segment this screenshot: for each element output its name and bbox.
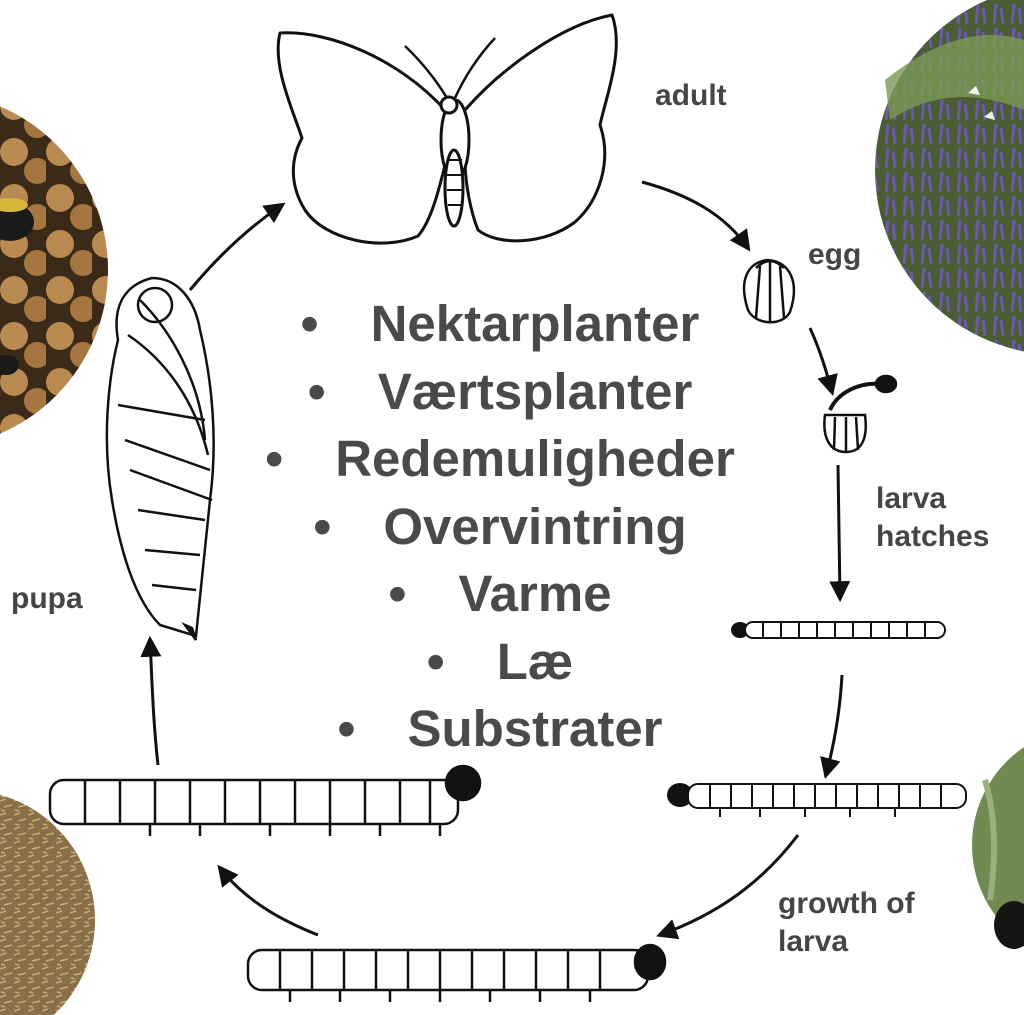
bumblebee-nest-photo — [0, 92, 108, 448]
green-foliage-bee-photo — [972, 727, 1024, 963]
label-growth-line1: growth of — [778, 885, 915, 923]
list-item: •Substrater — [220, 695, 780, 763]
label-larva-hatches-line2: hatches — [876, 518, 989, 556]
large-caterpillar-drawing — [248, 945, 665, 1002]
bullet-icon: • — [265, 425, 335, 493]
arrow-pupa-to-adult — [190, 205, 282, 290]
arrow-bottom-to-left — [220, 868, 318, 935]
bullet-icon: • — [313, 493, 383, 561]
pupa-drawing — [107, 278, 214, 640]
list-item: •Værtsplanter — [220, 358, 780, 426]
list-item: •Overvintring — [220, 493, 780, 561]
flowering-meadow-photo — [875, 0, 1024, 355]
arrow-egg-to-hatch — [810, 328, 832, 392]
arrow-larva-to-growth — [826, 675, 842, 775]
label-egg: egg — [808, 236, 861, 274]
label-larva-hatches-line1: larva — [876, 480, 946, 518]
list-item-label: Overvintring — [383, 498, 686, 555]
arrow-adult-to-egg — [642, 182, 748, 248]
medium-caterpillar-drawing — [668, 784, 966, 817]
list-item-label: Substrater — [407, 700, 662, 757]
list-item-label: Værtsplanter — [378, 363, 693, 420]
label-growth-line2: larva — [778, 923, 848, 961]
list-item-label: Redemuligheder — [335, 430, 735, 487]
list-item: •Varme — [220, 560, 780, 628]
list-item: •Læ — [220, 628, 780, 696]
mature-caterpillar-drawing — [50, 766, 480, 836]
list-item: •Nektarplanter — [220, 290, 780, 358]
bullet-icon: • — [301, 290, 371, 358]
butterfly-drawing — [278, 15, 616, 243]
hatching-larva-drawing — [824, 376, 896, 452]
habitat-needs-list: •Nektarplanter •Værtsplanter •Redemuligh… — [220, 290, 780, 763]
list-item: •Redemuligheder — [220, 425, 780, 493]
list-item-label: Læ — [497, 633, 574, 690]
arrow-hatch-to-larva — [838, 465, 840, 598]
list-item-label: Nektarplanter — [371, 295, 700, 352]
arrow-left-to-pupa — [150, 640, 158, 765]
list-item-label: Varme — [458, 565, 611, 622]
label-adult: adult — [655, 77, 727, 115]
bullet-icon: • — [337, 695, 407, 763]
label-pupa: pupa — [11, 580, 83, 618]
bullet-icon: • — [388, 560, 458, 628]
bullet-icon: • — [427, 628, 497, 696]
bullet-icon: • — [308, 358, 378, 426]
